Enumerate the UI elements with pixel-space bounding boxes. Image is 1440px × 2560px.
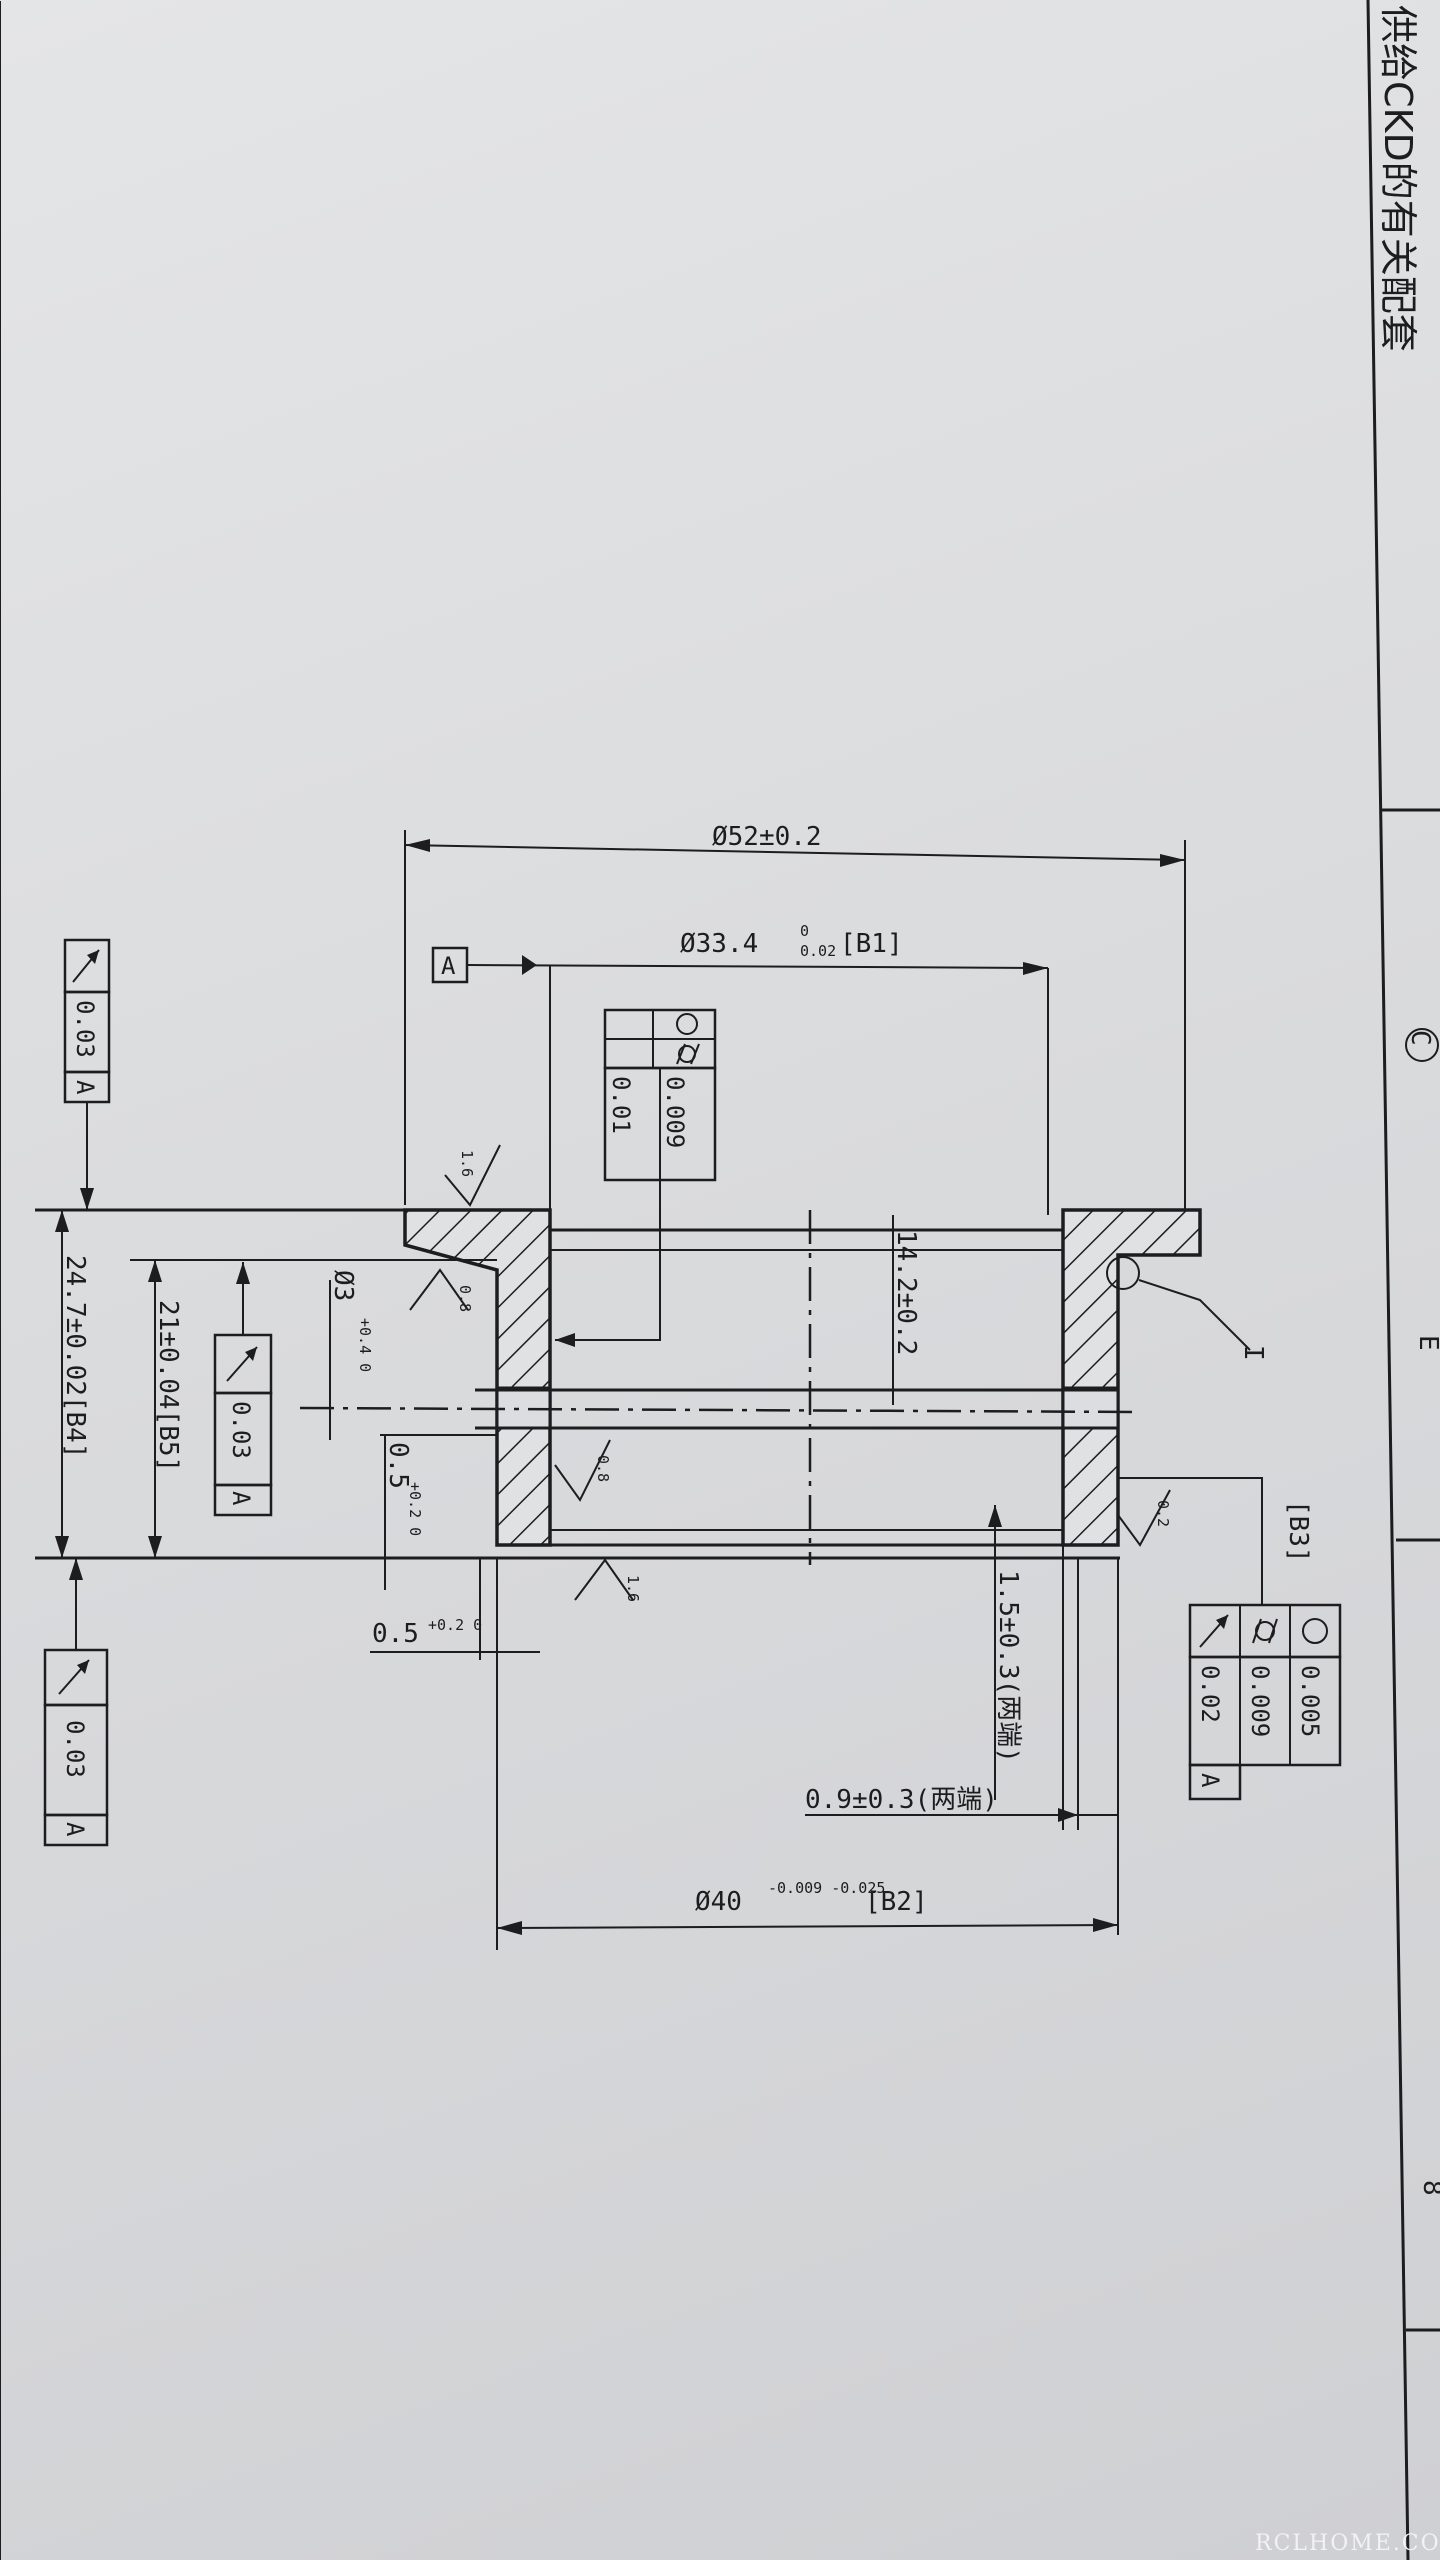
roughness-symbol: 0.8 bbox=[554, 1439, 612, 1502]
roughness-symbol: 0.2 bbox=[1117, 1489, 1172, 1547]
dim-bottom-diameter-ref: [B2] bbox=[865, 1887, 928, 1917]
fcf-center-cylindricity: 0.01 bbox=[607, 1076, 635, 1134]
fcf-runout-bottom: 0.03 A bbox=[43, 1648, 109, 1847]
dim-left-gap: 0.5 bbox=[383, 1442, 413, 1489]
arrowhead bbox=[555, 1333, 575, 1347]
dim-inner-bore-ref: [B1] bbox=[840, 929, 903, 959]
centerline-groove bbox=[299, 1406, 1141, 1414]
frame-border-line bbox=[1366, 0, 1410, 2560]
runout-arrow-icon bbox=[1199, 1614, 1229, 1648]
runout-arrow-icon bbox=[72, 949, 100, 983]
arrowhead bbox=[405, 839, 430, 852]
dim-groove-diameter: Ø3 bbox=[328, 1270, 358, 1301]
dim-inner-bore-lower: 0.02 bbox=[800, 942, 836, 960]
dim-bottom-diameter-tol: -0.009 -0.025 bbox=[768, 1879, 885, 1897]
svg-text:0.2: 0.2 bbox=[1154, 1500, 1172, 1527]
arrowhead bbox=[69, 1558, 83, 1580]
fcf-runout-inner: 0.03 A bbox=[213, 1333, 273, 1517]
title-block-circle-mark bbox=[1405, 1028, 1439, 1062]
detail-leader bbox=[1138, 1279, 1251, 1351]
dim-depth-14: 14.2±0.2 bbox=[891, 1230, 921, 1355]
dim-bottom-gap: 0.5 bbox=[372, 1619, 419, 1649]
dim-left-gap-tol: +0.2 0 bbox=[406, 1482, 424, 1536]
watermark: RCLHOME.COM bbox=[1255, 2531, 1440, 2556]
dimension-line-outer bbox=[404, 844, 1186, 861]
runout-arrow-icon bbox=[58, 1659, 90, 1695]
detail-circle bbox=[1106, 1256, 1140, 1290]
datum-a-label: A bbox=[441, 952, 456, 980]
fcf-center-roundness: 0.009 bbox=[661, 1076, 689, 1148]
dim-inner-bore: Ø33.4 bbox=[680, 929, 758, 959]
datum-triangle bbox=[522, 955, 537, 975]
arrowhead bbox=[55, 1210, 69, 1232]
svg-text:0.8: 0.8 bbox=[456, 1285, 474, 1312]
dim-chamfer-0-9: 0.9±0.3(两端) bbox=[805, 1785, 998, 1815]
fcf-leader bbox=[555, 1180, 661, 1341]
arrowhead bbox=[497, 1921, 522, 1935]
svg-text:1.6: 1.6 bbox=[458, 1150, 476, 1177]
fcf-right-datum: A bbox=[1196, 1773, 1224, 1788]
fcf-runout-top-value: 0.03 bbox=[71, 1000, 99, 1058]
cylindricity-icon bbox=[1252, 1618, 1278, 1644]
fcf-leader bbox=[1118, 1477, 1263, 1605]
dim-bottom-diameter: Ø40 bbox=[695, 1887, 742, 1917]
arrowhead bbox=[55, 1536, 69, 1558]
fcf-right: 0.005 0.009 0.02 A bbox=[1188, 1603, 1342, 1801]
fcf-inner-runout-datum: A bbox=[227, 1491, 255, 1506]
groove-right bbox=[1061, 1386, 1120, 1430]
dim-groove-diameter-tol: +0.4 0 bbox=[356, 1318, 374, 1372]
title-block-mark: 8 bbox=[1417, 2180, 1440, 2196]
dim-height-total: 24.7±0.02[B4] bbox=[60, 1255, 90, 1459]
dim-outer-diameter: Ø52±0.2 bbox=[712, 822, 822, 852]
svg-text:1.6: 1.6 bbox=[624, 1575, 642, 1602]
arrowhead bbox=[80, 1188, 94, 1210]
arrowhead bbox=[1058, 1808, 1078, 1822]
detail-label: I bbox=[1238, 1345, 1268, 1361]
dim-line-bottom-diameter bbox=[496, 1924, 1119, 1929]
dim-inner-bore-upper: 0 bbox=[800, 922, 809, 940]
fcf-runout-top-datum: A bbox=[71, 1080, 99, 1095]
dimension-line-bore bbox=[466, 964, 1049, 969]
dim-bottom-gap-tol: +0.2 0 bbox=[428, 1616, 482, 1634]
fcf-inner-runout-value: 0.03 bbox=[227, 1401, 255, 1459]
fcf-center bbox=[603, 1008, 717, 1070]
roughness-symbol: 0.8 bbox=[409, 1268, 474, 1312]
arrowhead bbox=[148, 1536, 162, 1558]
fcf-right-runout: 0.02 bbox=[1196, 1665, 1224, 1723]
fcf-right-roundness: 0.005 bbox=[1296, 1665, 1324, 1737]
arrowhead bbox=[148, 1260, 162, 1282]
dim-height-inner: 21±0.04[B5] bbox=[153, 1300, 183, 1472]
fcf-center-values: 0.009 0.01 bbox=[603, 1066, 717, 1182]
fcf-runout-top: 0.03 A bbox=[63, 938, 111, 1104]
arrowhead bbox=[236, 1262, 250, 1284]
runout-arrow-icon bbox=[226, 1346, 258, 1382]
title-block-mark: C bbox=[1405, 1030, 1435, 1046]
dim-chamfer-1-5: 1.5±0.3(两端) bbox=[993, 1570, 1023, 1763]
fcf-runout-bottom-value: 0.03 bbox=[61, 1720, 89, 1778]
ref-b3: [B3] bbox=[1283, 1500, 1313, 1563]
arrowhead bbox=[988, 1505, 1002, 1527]
roughness-symbol: 1.6 bbox=[574, 1558, 642, 1602]
cylindricity-icon bbox=[676, 1043, 700, 1065]
fcf-right-cylindricity: 0.009 bbox=[1246, 1665, 1274, 1737]
roughness-symbol: 1.6 bbox=[444, 1144, 501, 1207]
header-text: 供给CKD的有关配套 bbox=[1376, 5, 1420, 352]
roundness-icon bbox=[676, 1013, 698, 1035]
arrowhead bbox=[1093, 1918, 1118, 1932]
section-left-wall bbox=[403, 1208, 552, 1547]
arrowhead bbox=[1023, 962, 1048, 975]
title-block-mark: E bbox=[1413, 1335, 1440, 1351]
svg-text:0.8: 0.8 bbox=[594, 1455, 612, 1482]
fcf-runout-bottom-datum: A bbox=[61, 1822, 89, 1837]
roundness-icon bbox=[1302, 1618, 1328, 1644]
arrowhead bbox=[1160, 854, 1185, 867]
